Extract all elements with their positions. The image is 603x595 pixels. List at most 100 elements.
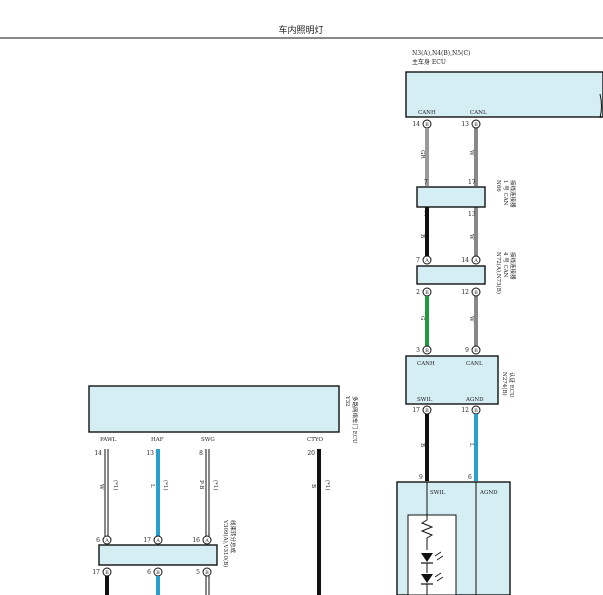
wire-note-swg: (*1) xyxy=(212,480,219,491)
n274-label-canl: CANL xyxy=(466,361,483,367)
main-ecu-pin-label-canh: CANH xyxy=(418,110,436,116)
n274-label-canh: CANH xyxy=(417,361,435,367)
main-ecu-name: 主车身 ECU xyxy=(412,58,446,66)
wire-label-w1: W xyxy=(468,150,474,156)
n274-label-agnd: AGND xyxy=(465,397,484,403)
n274-pin-9 xyxy=(471,345,481,355)
v309-pin-6b-letter: B xyxy=(156,570,160,576)
n274-pin-17-num: 17 xyxy=(412,407,420,414)
lamp-inner-box xyxy=(407,514,457,595)
n66-connector-box xyxy=(416,186,486,208)
svg-text:接线连接器: 接线连接器 xyxy=(509,180,517,208)
y32-door-ecu-box xyxy=(88,385,340,433)
wire-label-swg-pb: P-B xyxy=(198,480,204,489)
n274-pin-12-num: 12 xyxy=(461,407,469,414)
v309-pin-6b-num: 6 xyxy=(147,569,151,576)
v309-pin-6 xyxy=(102,535,112,545)
n274-label: N274(B) 认证 ECU xyxy=(501,372,516,398)
svg-text:线束转分总成: 线束转分总成 xyxy=(229,520,237,554)
n66-pin-17: 17 xyxy=(468,179,476,186)
bottom-label-agnd: AGND xyxy=(479,490,498,496)
main-body-ecu-box xyxy=(405,71,603,118)
wire-label-w3: W xyxy=(468,316,474,322)
v309-pin-16-num: 16 xyxy=(192,537,200,544)
v309-pin-16 xyxy=(202,535,212,545)
n72-pin-14 xyxy=(471,255,481,265)
y32-label-ctyo: CTYO xyxy=(307,437,324,443)
page-title: 车内照明灯 xyxy=(278,24,323,36)
wire-note-pawl: (*1) xyxy=(112,480,119,491)
led-icon-1 xyxy=(421,553,433,562)
n72-pin-12-letter: B xyxy=(474,290,478,296)
main-ecu-pin-num-canh: 14 xyxy=(412,121,420,128)
bottom-pin-9: 9 xyxy=(419,474,423,481)
v309-pin-5b-letter: B xyxy=(205,570,209,576)
y32-label-swg: SWG xyxy=(201,437,215,443)
main-ecu-pin-letter-canh: B xyxy=(425,122,429,128)
n72-connector-box xyxy=(416,265,486,285)
n66-pin-13: 13 xyxy=(468,211,476,218)
n274-pin-9-num: 9 xyxy=(465,347,469,354)
n274-label-swil: SWIL xyxy=(417,397,433,403)
n274-ecu-box xyxy=(405,355,499,405)
y32-pin-20: 20 xyxy=(307,450,315,457)
v309-pin-5b xyxy=(202,567,212,577)
v309-connector-box xyxy=(98,544,218,566)
wire-label-ctyo-b: B xyxy=(310,484,316,488)
svg-text:4 号 CAN: 4 号 CAN xyxy=(502,252,509,278)
main-ecu-pin-canl xyxy=(471,119,481,129)
main-ecu-pin-letter-canl: B xyxy=(474,122,478,128)
v309-pin-17b-letter: B xyxy=(105,570,109,576)
n72-pin-7-num: 7 xyxy=(416,257,420,264)
n274-pin-3-num: 3 xyxy=(416,347,420,354)
y32-pin-8: 8 xyxy=(199,450,203,457)
wire-label-l4: L xyxy=(468,443,474,447)
n72-pin-7-letter: A xyxy=(424,258,429,264)
n274-pin-3 xyxy=(422,345,432,355)
n72-pin-14-letter: A xyxy=(473,258,478,264)
n72-label: N72(A),N73(B) 4 号 CAN 接线连接器 xyxy=(495,252,517,294)
v309-pin-17b-num: 17 xyxy=(92,569,100,576)
wire-label-haf-l: L xyxy=(149,484,155,488)
svg-text:认证 ECU: 认证 ECU xyxy=(508,372,516,398)
v309-pin-6-num: 6 xyxy=(96,537,100,544)
v309-pin-17-num: 17 xyxy=(143,537,151,544)
v309-pin-6-letter: A xyxy=(104,538,109,544)
wire-label-gr: GR xyxy=(419,150,425,159)
wire-note-haf: (*1) xyxy=(162,480,169,491)
y32-pin-13: 13 xyxy=(146,450,154,457)
n72-pin-14-num: 14 xyxy=(461,257,469,264)
wire-label-w2: W xyxy=(468,234,474,240)
n72-pin-12 xyxy=(471,287,481,297)
resistor-icon xyxy=(420,515,434,550)
svg-text:N274(B): N274(B) xyxy=(501,372,508,396)
svg-text:N66: N66 xyxy=(495,180,501,192)
svg-text:接线连接器: 接线连接器 xyxy=(509,252,517,280)
wire-label-pawl-w: W xyxy=(98,484,104,490)
y32-label: Y32 多路网络车门 ECU xyxy=(344,395,359,444)
n274-pin-12-letter: B xyxy=(474,408,478,414)
v309-label: V309(A),V310(B) 线束转分总成 xyxy=(222,519,237,567)
svg-text:Y32: Y32 xyxy=(344,395,350,407)
main-ecu-edge xyxy=(599,93,602,119)
n72-pin-7 xyxy=(422,255,432,265)
led-icon-2 xyxy=(421,574,433,583)
n72-pin-2-letter: B xyxy=(425,290,429,296)
bottom-pin-6: 6 xyxy=(468,474,472,481)
wire-note-ctyo: (*1) xyxy=(324,480,331,491)
wire-label-b4: B xyxy=(419,443,425,447)
y32-pin-14: 14 xyxy=(94,450,102,457)
main-ecu-pin-label-canl: CANL xyxy=(470,110,487,116)
v309-pin-16-letter: A xyxy=(204,538,209,544)
n274-pin-9-letter: B xyxy=(474,348,478,354)
n72-pin-2-num: 2 xyxy=(416,289,420,296)
svg-text:1 号 CAN: 1 号 CAN xyxy=(502,180,509,206)
v309-pin-17-letter: A xyxy=(155,538,160,544)
n274-pin-3-letter: B xyxy=(425,348,429,354)
bottom-label-swil: SWIL xyxy=(430,490,446,496)
y32-label-haf: HAF xyxy=(151,437,164,443)
n72-pin-12-num: 12 xyxy=(461,289,469,296)
n66-pin-7: 7 xyxy=(424,179,428,186)
v309-pin-17 xyxy=(153,535,163,545)
